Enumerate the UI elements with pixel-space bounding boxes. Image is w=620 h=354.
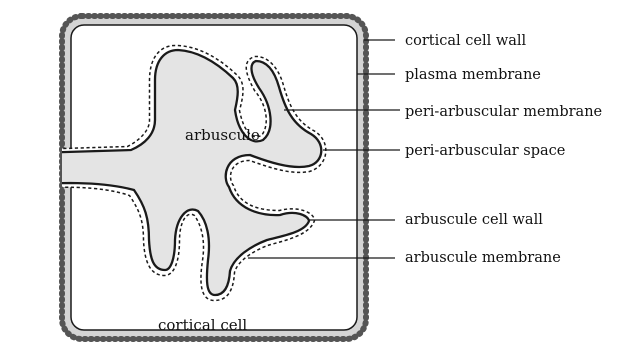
region-label-cortical-cell: cortical cell: [158, 316, 247, 334]
label-peri-arbuscular-membrane: peri-arbuscular membrane: [405, 104, 602, 120]
region-label-arbuscule: arbuscule: [185, 126, 260, 144]
label-arbuscule-cell-wall: arbuscule cell wall: [405, 212, 543, 228]
label-peri-arbuscular-space: peri-arbuscular space: [405, 143, 565, 159]
label-plasma-membrane: plasma membrane: [405, 67, 541, 83]
label-cortical-cell-wall: cortical cell wall: [405, 33, 527, 49]
label-arbuscule-membrane: arbuscule membrane: [405, 250, 561, 266]
